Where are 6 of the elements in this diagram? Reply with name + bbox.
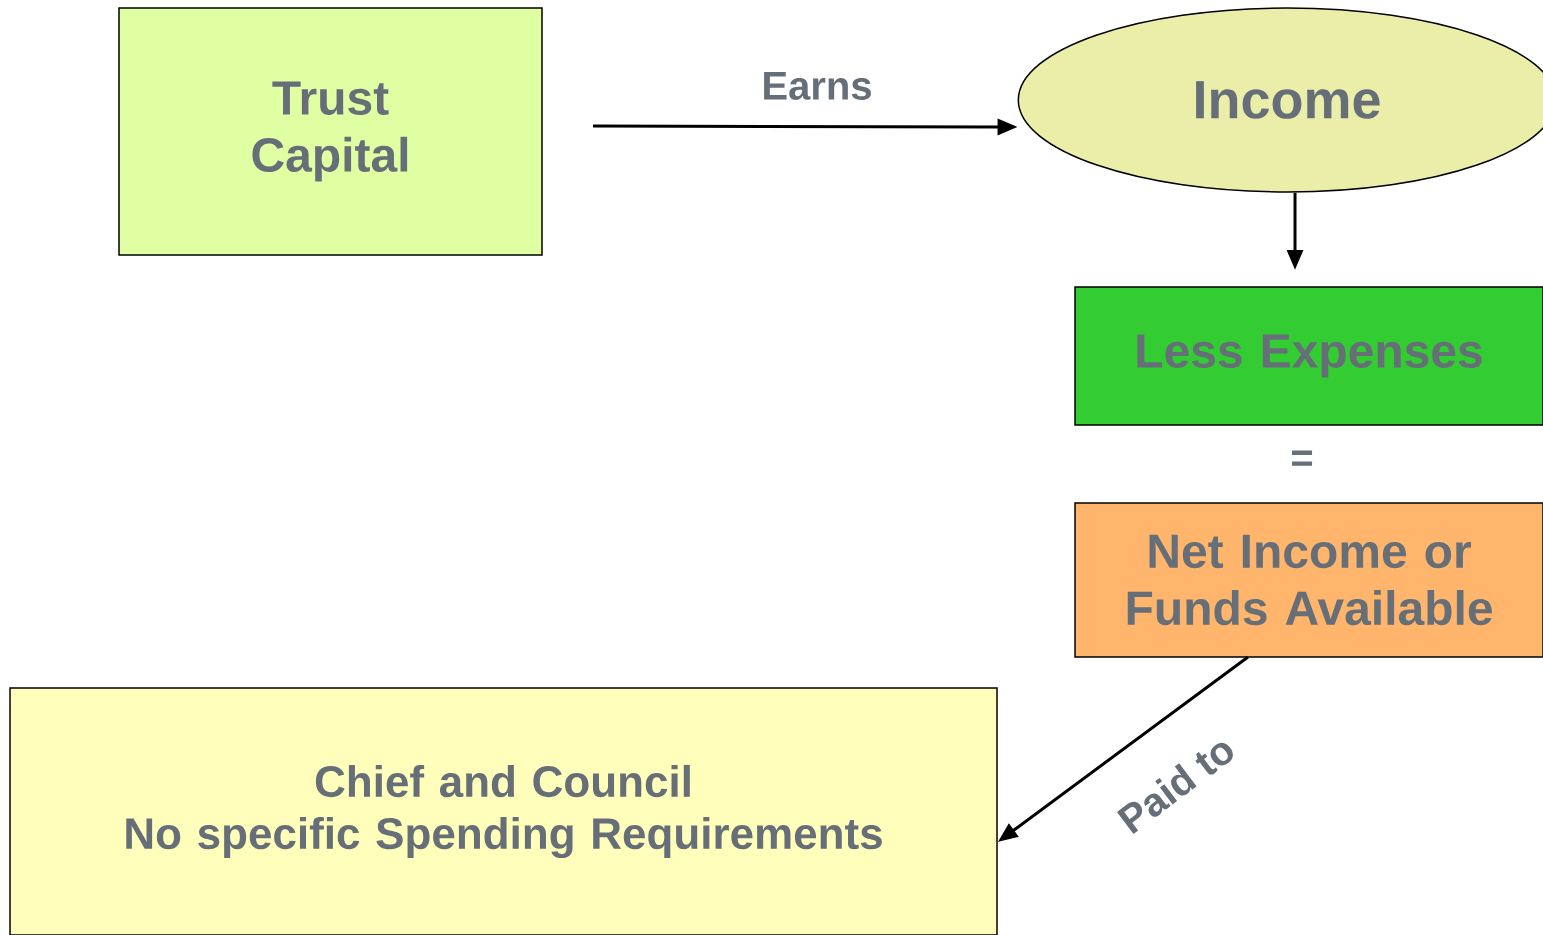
process-box: Chief and Council No specific Spending Requirements	[9, 687, 998, 935]
process-box: Net Income or Funds Available	[1074, 502, 1543, 658]
process-box: Trust Capital	[118, 7, 543, 256]
equals-sign: =	[1292, 450, 1313, 466]
edge-label: Earns	[764, 72, 871, 100]
process-box: Less Expenses	[1074, 286, 1543, 426]
